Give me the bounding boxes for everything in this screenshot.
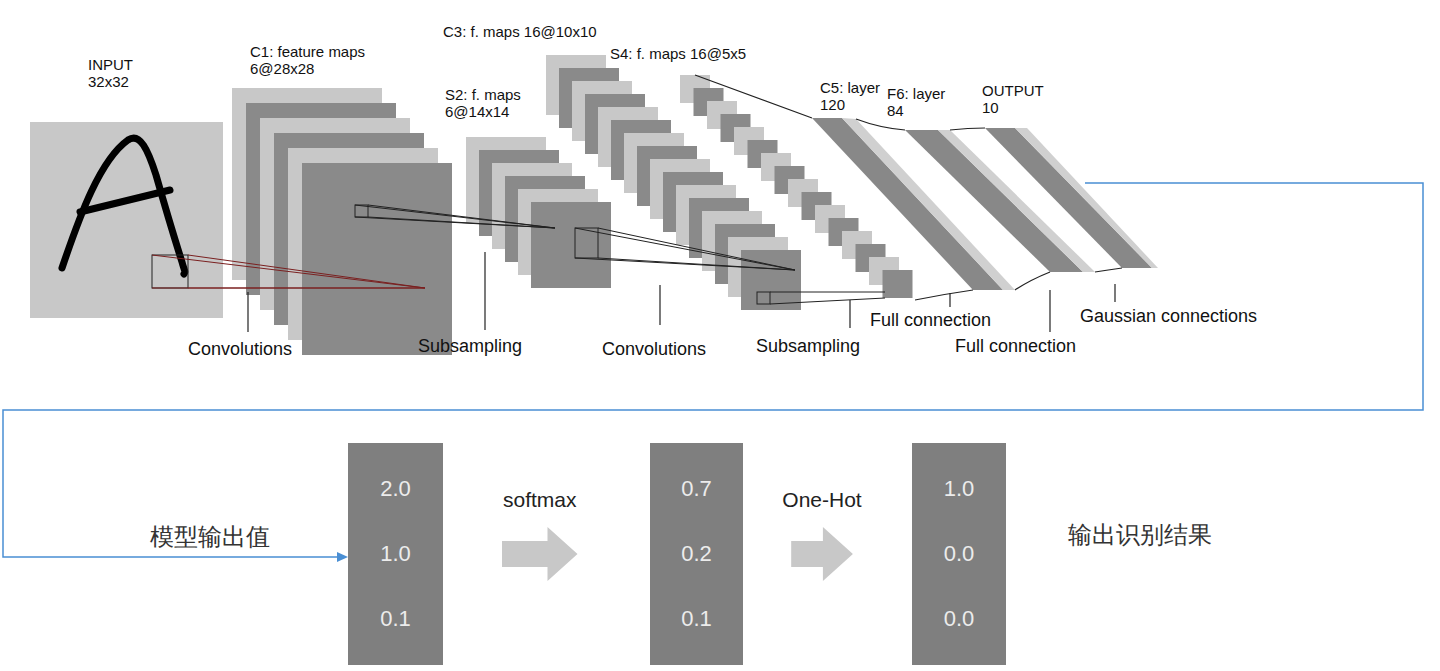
input-image <box>30 122 223 318</box>
c3-map <box>741 250 801 310</box>
tick <box>247 292 248 332</box>
operation-label: Full connection <box>870 311 991 331</box>
caption-label: 输出识别结果 <box>1068 522 1212 548</box>
value-text: 0.1 <box>380 606 411 632</box>
c5-band <box>812 118 1003 290</box>
layer-label: INPUT 32x32 <box>88 57 150 90</box>
operation-label: Convolutions <box>602 340 706 360</box>
value-text: 1.0 <box>380 541 411 567</box>
s2-map <box>531 202 611 288</box>
receptive-field <box>757 292 770 304</box>
layer-label: C1: feature maps 6@28x28 <box>250 44 382 77</box>
output-band <box>985 128 1152 268</box>
ray <box>770 292 885 304</box>
layer-link <box>695 75 1122 300</box>
receptive-field-lines <box>152 205 885 304</box>
s4-map <box>883 270 913 298</box>
value-text: 0.0 <box>944 606 975 632</box>
value-column: 0.7 0.2 0.1 <box>650 443 743 665</box>
dense-layers <box>695 75 1158 300</box>
ray <box>152 255 425 288</box>
receptive-field <box>152 255 188 288</box>
layer-label: F6: layer 84 <box>887 86 957 119</box>
layer-label: S4: f. maps 16@5x5 <box>610 46 746 63</box>
ray <box>575 228 795 270</box>
operation-label: Convolutions <box>188 340 292 360</box>
operation-label: Subsampling <box>756 337 860 357</box>
operation-label: Full connection <box>955 337 1076 357</box>
value-column: 2.0 1.0 0.1 <box>348 443 443 665</box>
receptive-field <box>575 228 598 258</box>
block-arrow <box>791 527 853 581</box>
layer-label: OUTPUT 10 <box>982 83 1058 116</box>
value-text: 0.7 <box>681 476 712 502</box>
output-band <box>1015 128 1158 268</box>
tick <box>484 252 485 330</box>
tick <box>1049 290 1050 332</box>
value-text: 2.0 <box>380 476 411 502</box>
input-square <box>30 122 223 318</box>
tick-lines <box>248 252 1115 332</box>
tick <box>949 293 950 307</box>
f6-band <box>905 130 1083 272</box>
layer-label: S2: f. maps 6@14x14 <box>445 87 537 120</box>
value-column: 1.0 0.0 0.0 <box>912 443 1006 665</box>
letter-stroke <box>80 190 170 212</box>
value-text: 0.1 <box>681 606 712 632</box>
value-text: 1.0 <box>944 476 975 502</box>
layer-label: C3: f. maps 16@10x10 <box>443 24 597 41</box>
caption-label: 模型输出值 <box>150 524 270 550</box>
edge-label: One-Hot <box>779 488 864 512</box>
letter-stroke <box>62 138 185 274</box>
feature-maps <box>232 55 913 355</box>
ray <box>355 205 555 228</box>
value-text: 0.0 <box>944 541 975 567</box>
operation-label: Gaussian connections <box>1080 307 1257 327</box>
edge-label: softmax <box>500 488 580 512</box>
tick <box>659 285 660 325</box>
tick <box>1114 284 1115 302</box>
tick <box>849 300 850 328</box>
leader-arrowhead <box>337 552 348 562</box>
operation-label: Subsampling <box>418 337 522 357</box>
c1-map <box>302 163 452 355</box>
layer-label: C5: layer 120 <box>820 80 892 113</box>
block-arrow <box>502 527 578 581</box>
receptive-field <box>355 205 368 217</box>
value-text: 0.2 <box>681 541 712 567</box>
